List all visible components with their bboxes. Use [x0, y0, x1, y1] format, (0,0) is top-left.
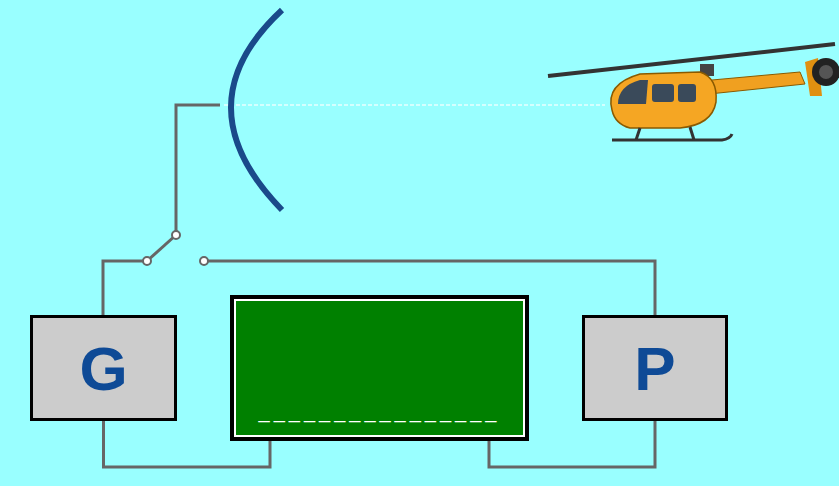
helicopter	[548, 44, 839, 140]
switch-contacts	[143, 231, 208, 265]
generator-box: G	[30, 315, 177, 421]
receiver-box: P	[582, 315, 728, 421]
node-label: P	[634, 333, 675, 404]
wires	[103, 105, 655, 316]
node-label: ________________	[259, 400, 501, 423]
display-screen: ________________	[230, 295, 529, 441]
radar-beam	[224, 104, 605, 106]
node-label: G	[79, 333, 127, 404]
radar-dish	[231, 10, 282, 210]
